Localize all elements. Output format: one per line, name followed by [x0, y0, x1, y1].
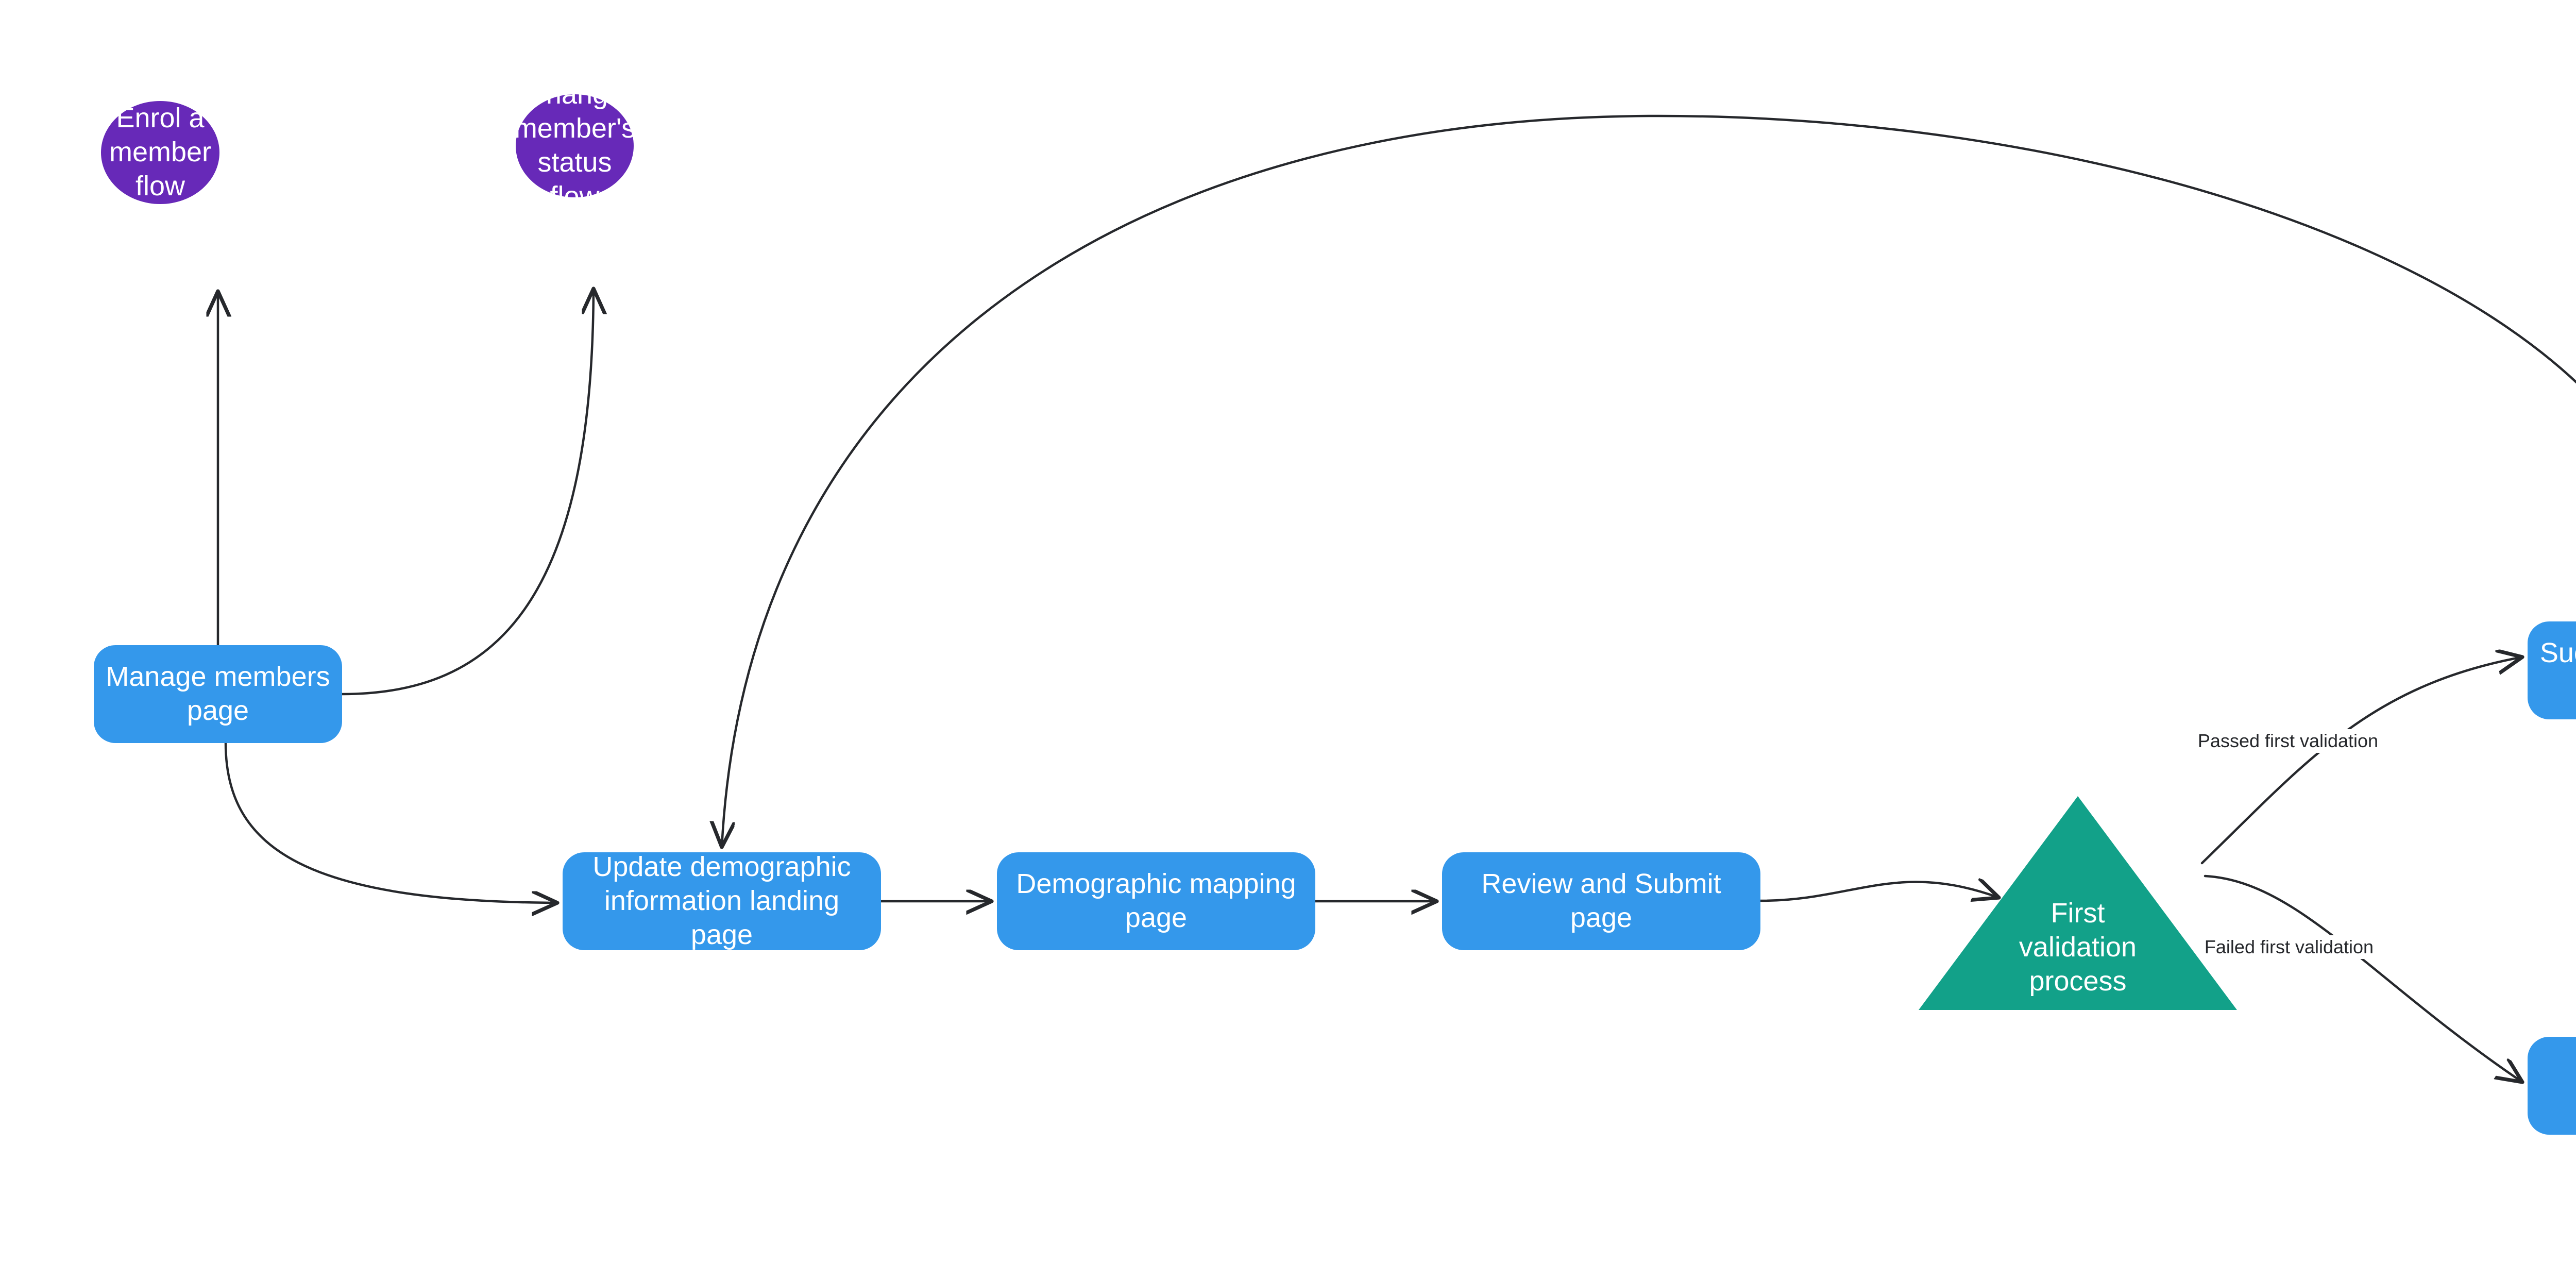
node-label-change-member-status-flow: Change member's status flow — [514, 79, 636, 212]
node-label-manage-members-page: Manage members page — [106, 661, 330, 726]
edge-label-first-validation-failed: Failed first validation — [2201, 935, 2377, 959]
node-successful-confirmation-page[interactable]: Successful confirmation page — [2528, 621, 2576, 719]
edge-manage-to-change-status — [341, 289, 594, 696]
triangle-shape — [1919, 796, 2237, 1010]
edge-first-validation-passed — [2200, 657, 2522, 865]
node-first-validation-process[interactable]: First validation process — [1919, 796, 2237, 1010]
edge-manage-to-update-demographic — [224, 742, 557, 903]
node-label-update-demographic-landing-page: Update demographic information landing p… — [592, 851, 851, 950]
node-review-and-submit-page[interactable]: Review and Submit page — [1442, 852, 1760, 950]
node-manage-members-page[interactable]: Manage members page — [94, 645, 342, 743]
node-enrol-member-flow[interactable]: Enrol a member flow — [101, 101, 219, 204]
node-unsuccessful-confirmation-page[interactable]: Unsuccessful confirmation page — [2528, 1037, 2576, 1135]
node-label-successful-confirmation-page: Successful confirmation page — [2539, 637, 2576, 669]
edge-first-validation-failed — [2204, 874, 2522, 1082]
node-label-unsuccessful-confirmation-page: Unsuccessful confirmation page — [2537, 1035, 2576, 1137]
node-label-demographic-mapping-page: Demographic mapping page — [1016, 868, 1296, 933]
edge-label-first-validation-passed: Passed first validation — [2194, 729, 2382, 753]
node-demographic-mapping-page[interactable]: Demographic mapping page — [997, 852, 1315, 950]
node-change-member-status-flow[interactable]: Change member's status flow — [514, 79, 635, 212]
node-label-enrol-member-flow: Enrol a member flow — [109, 103, 212, 201]
node-update-demographic-landing-page[interactable]: Update demographic information landing p… — [563, 851, 881, 950]
node-label-first-validation-process: First validation process — [2019, 898, 2137, 997]
node-label-review-and-submit-page: Review and Submit page — [1481, 868, 1721, 933]
